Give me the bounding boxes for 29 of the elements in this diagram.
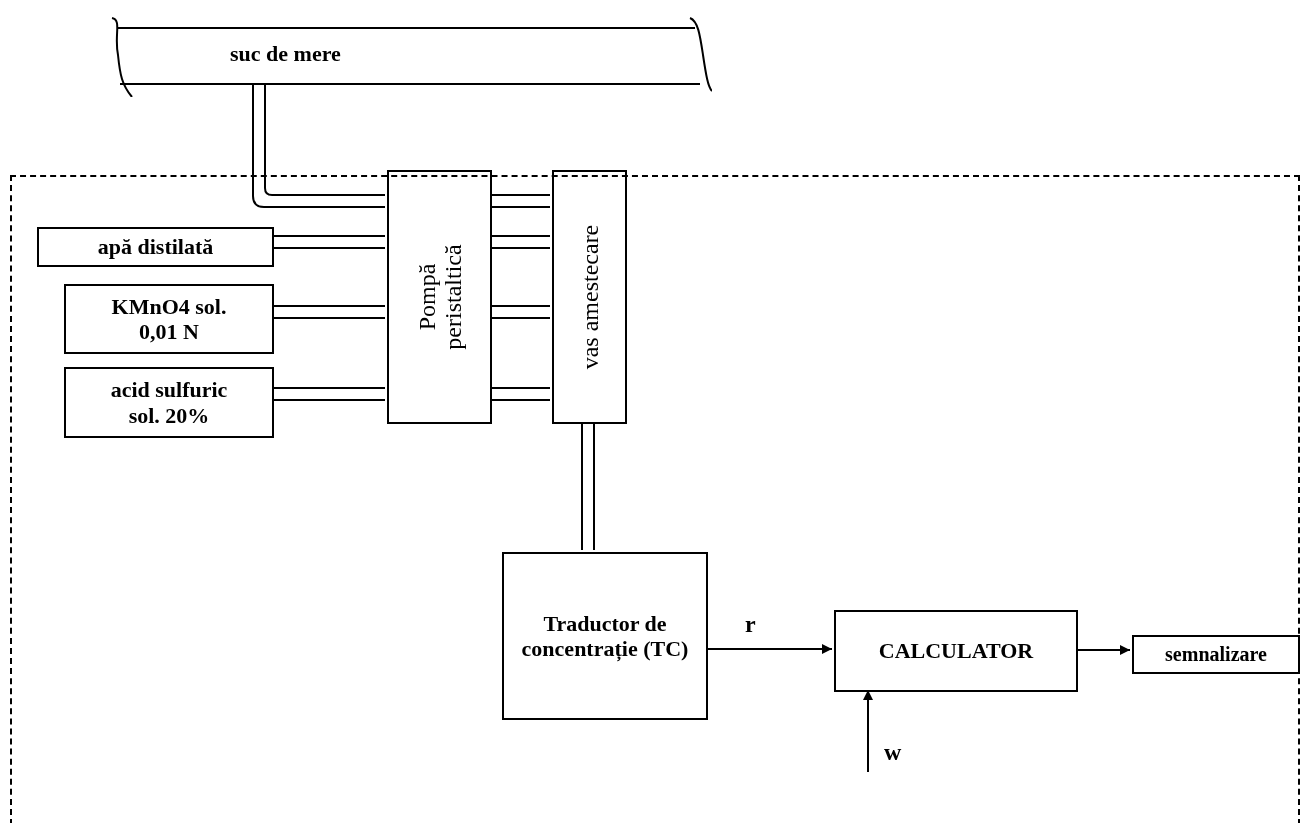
arrow: [1075, 645, 1131, 655]
pipe-line: [271, 305, 386, 319]
node-label: Pompă peristaltică: [413, 243, 466, 352]
node-label: Traductor de concentrație (TC): [520, 610, 690, 662]
input-box: [64, 284, 274, 354]
pipe-line: [252, 83, 386, 208]
node-label: acid sulfuric sol. 20%: [109, 377, 229, 428]
pipe-line: [489, 305, 551, 319]
node-label: vas amestecare: [576, 223, 603, 372]
arrow: [863, 689, 873, 773]
pipe-line: [489, 194, 551, 208]
pipe-line: [581, 421, 595, 551]
pipe-line: [271, 235, 386, 249]
pipe-line: [271, 387, 386, 401]
pump-box: [387, 170, 492, 424]
node-label: KMnO4 sol. 0,01 N: [110, 293, 228, 345]
arrow: [705, 644, 833, 654]
output-box: [1132, 635, 1300, 674]
computer-box: [834, 610, 1078, 692]
input-box: [37, 227, 274, 267]
pipe-line: [489, 235, 551, 249]
pipe-line: [489, 387, 551, 401]
input-box: [64, 367, 274, 438]
transducer-box: [502, 552, 708, 720]
node-label: apă distilată: [97, 234, 214, 260]
vessel-box: [552, 170, 627, 424]
node-label: semnalizare: [1165, 643, 1267, 666]
node-label: CALCULATOR: [878, 638, 1034, 664]
node-label: suc de mere: [230, 41, 341, 67]
